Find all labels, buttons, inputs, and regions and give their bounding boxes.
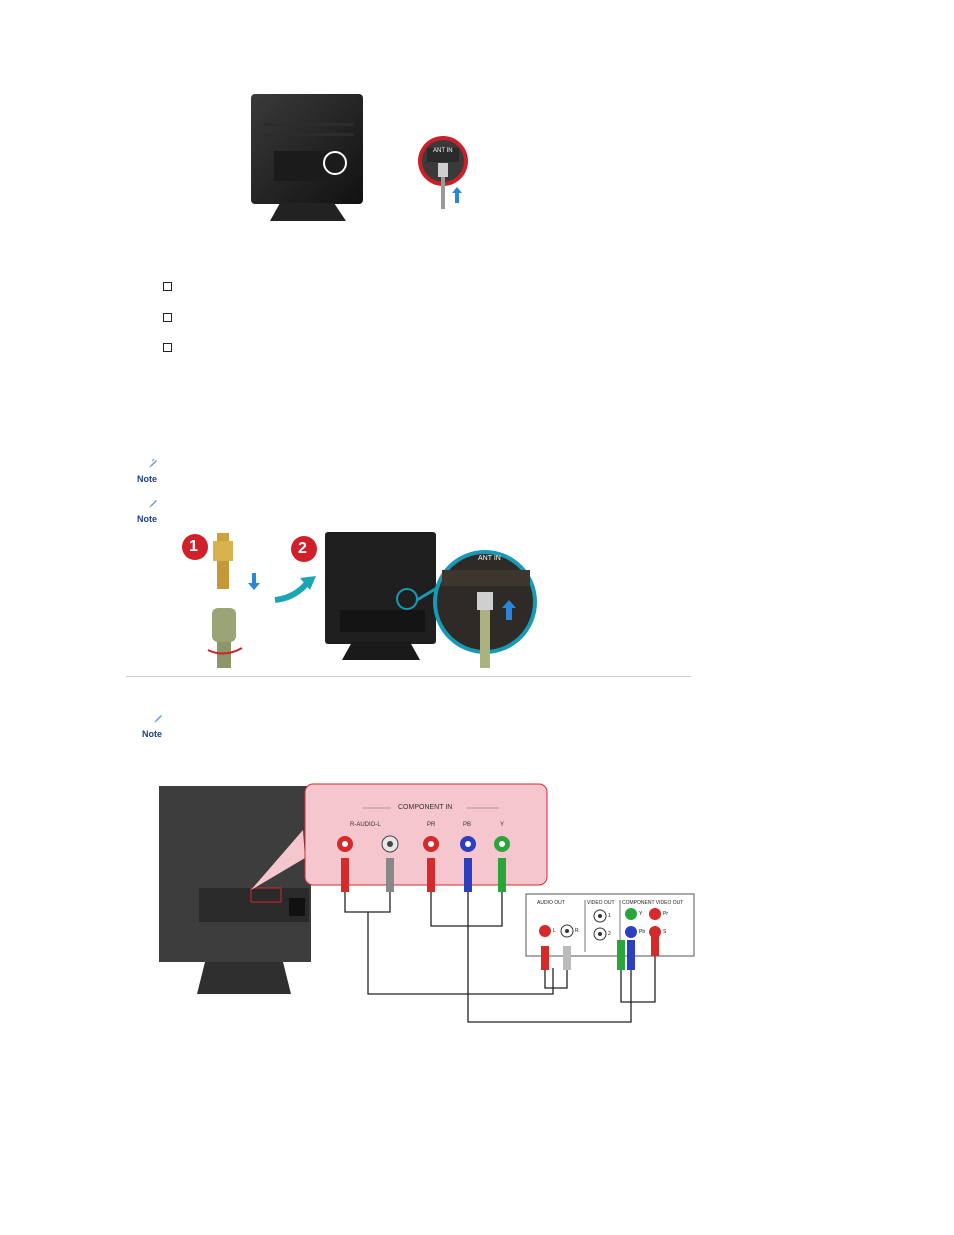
note-label: Note	[142, 729, 162, 739]
device-video-2: 2	[608, 931, 611, 937]
component-wiring-diagram	[159, 783, 695, 1023]
device-video-1: 1	[608, 913, 611, 919]
component-in-title: COMPONENT IN	[398, 804, 453, 811]
device-comp-s: S	[663, 929, 667, 935]
up-arrow-icon	[502, 600, 516, 620]
note-icon: Note	[135, 459, 165, 485]
step-2-badge	[291, 536, 317, 562]
device-comp-y: Y	[639, 911, 643, 917]
note-icon: Note	[135, 499, 165, 525]
device-audio-l: L	[553, 928, 556, 934]
figure-component-connection: COMPONENT IN R-AUDIO-L PR PB Y AUDIO OUT…	[155, 780, 695, 1030]
figure-adapter-steps: 1 2 ANT IN	[180, 530, 540, 668]
step-1-badge	[182, 534, 208, 560]
component-in-panel	[304, 783, 548, 886]
bullet-2	[163, 313, 172, 322]
bullet-1	[163, 282, 172, 291]
note-label: Note	[137, 474, 157, 484]
bullet-3	[163, 343, 172, 352]
ant-in-label: ANT IN	[478, 555, 501, 562]
av-device-panel	[525, 893, 695, 957]
down-arrow-icon	[248, 573, 260, 590]
step-1-number: 1	[189, 538, 198, 555]
monitor-back-illustration	[251, 94, 468, 221]
up-arrow-icon	[452, 187, 462, 203]
monitor-stand	[197, 962, 291, 994]
section-divider	[126, 676, 691, 677]
ant-in-highlight-circle	[323, 151, 347, 175]
step-2-number: 2	[298, 540, 307, 557]
input-label-pr: PR	[427, 822, 436, 828]
figure-antenna-connection: ANT IN	[250, 93, 475, 223]
device-header-audio-out: AUDIO OUT	[537, 900, 565, 906]
input-label-audio: R-AUDIO-L	[350, 822, 381, 828]
device-header-video-out: VIDEO OUT	[587, 900, 615, 906]
device-audio-r: R	[575, 928, 579, 934]
ant-in-label: ANT IN	[433, 148, 453, 154]
device-comp-pb: Pb	[639, 929, 646, 935]
monitor-body	[251, 94, 363, 204]
monitor-stand	[270, 203, 346, 221]
input-label-y: Y	[500, 822, 505, 828]
input-label-pb: PB	[463, 822, 472, 828]
monitor-rear	[159, 786, 311, 962]
device-header-component-out: COMPONENT VIDEO OUT	[622, 900, 684, 906]
curved-arrow-icon	[274, 580, 311, 603]
note-icon: Note	[140, 714, 170, 740]
device-comp-pr: Pr	[663, 911, 668, 917]
note-label: Note	[137, 514, 157, 524]
